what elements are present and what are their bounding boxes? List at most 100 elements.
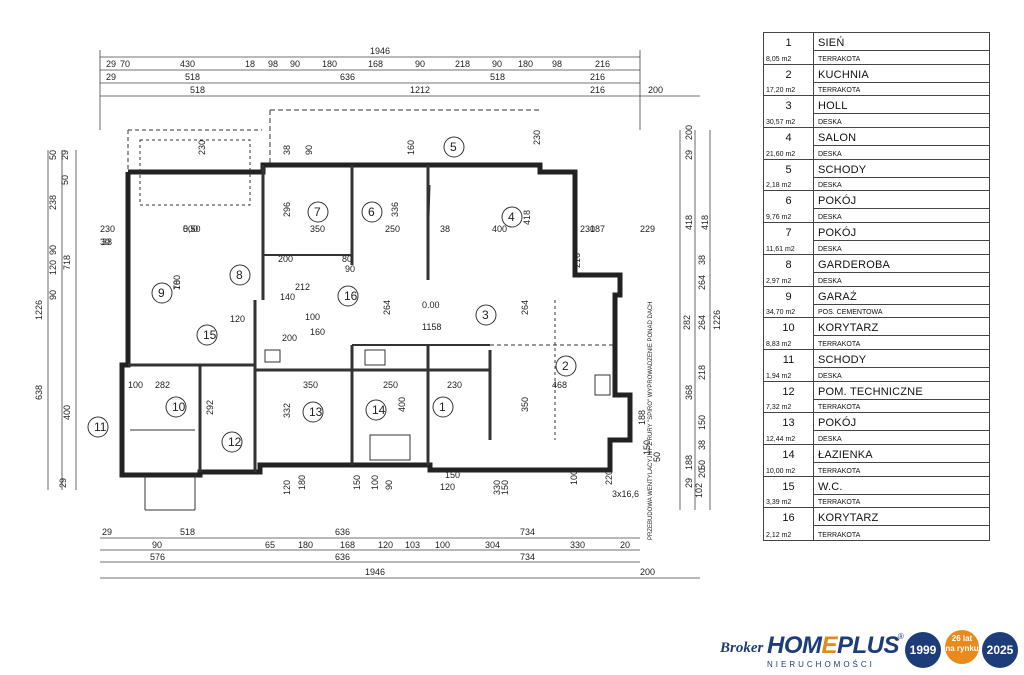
dim-text: 636	[340, 72, 355, 82]
room-number: 9	[785, 290, 792, 303]
room-marker-circle	[365, 399, 387, 421]
room-number-label: 1	[439, 400, 446, 414]
dim-text: 29	[684, 150, 694, 160]
room-marker-circle	[221, 431, 243, 453]
dim-text: 304	[485, 540, 500, 550]
dim-text: 418	[522, 210, 532, 225]
room-number-label: 10	[172, 400, 186, 414]
room-area: 21,60 m2	[766, 150, 796, 158]
room-area: 2,12 m2	[766, 532, 792, 539]
room-finish: DESKA	[818, 150, 842, 158]
dim-text: 250	[383, 380, 398, 390]
room-number: 13	[782, 417, 795, 430]
dim-text: 418	[684, 215, 694, 230]
dim-text: 103	[405, 540, 420, 550]
room-marker-circle	[337, 285, 359, 307]
room-number-label: 12	[228, 435, 242, 449]
dim-text: 90	[48, 290, 58, 300]
room-name: POKÓJ	[818, 227, 857, 240]
dim-text: 330	[570, 540, 585, 550]
dim-text: 180	[298, 540, 313, 550]
room-number-label: 14	[372, 403, 386, 417]
room-finish: DESKA	[818, 372, 842, 380]
cell-divider	[814, 50, 989, 51]
dim-text: 296	[282, 202, 292, 217]
room-area: 3,39 m2	[766, 499, 792, 507]
room-name: POKÓJ	[818, 417, 857, 430]
cell-divider	[814, 461, 989, 463]
dim-text: 20	[697, 468, 707, 478]
room-marker-circle	[87, 416, 109, 438]
room-number: 3	[785, 100, 792, 113]
room-finish: DESKA	[818, 214, 842, 222]
dim-text: 1226	[712, 310, 722, 330]
cell-divider	[814, 398, 989, 400]
room-number-label: 6	[368, 205, 375, 219]
dim-text: 400	[62, 405, 72, 420]
dim-text: 140	[280, 292, 295, 302]
room-area: 10,00 m2	[766, 467, 796, 475]
dim-text: 30	[100, 237, 110, 247]
room-area: 30,57 m2	[766, 119, 796, 127]
dim-text: 38	[697, 440, 707, 450]
cell-divider	[814, 81, 989, 83]
room-number-label: 15	[203, 328, 217, 342]
room-marker-circle	[432, 396, 454, 418]
cell-divider	[814, 525, 989, 527]
top-dimension-lines	[99, 50, 700, 130]
room-finish: POS. CEMENTOWA	[818, 309, 883, 317]
dim-text: 100	[370, 475, 380, 490]
room-number: 5	[785, 163, 792, 176]
dim-text: 70	[120, 59, 130, 69]
dim-text: 216	[590, 72, 605, 82]
dim-text: 638	[34, 385, 44, 400]
dim-text: 160	[406, 140, 416, 155]
dim-text: 282	[155, 380, 170, 390]
dim-text: 576	[150, 552, 165, 562]
dim-text: 734	[520, 527, 535, 537]
room-name: KORYTARZ	[818, 512, 879, 525]
dim-text: 90	[415, 59, 425, 69]
dim-text: 90	[152, 540, 162, 550]
dim-text: 150	[697, 415, 707, 430]
dim-text: 282	[682, 315, 692, 330]
room-area: 9,76 m2	[766, 214, 792, 222]
dim-text: 18	[245, 59, 255, 69]
year-start-badge: 1999	[905, 632, 941, 668]
dim-text: 90	[48, 245, 58, 255]
dim-text: 98	[552, 59, 562, 69]
room-finish: TERRAKOTA	[818, 499, 861, 507]
dim-text: 168	[368, 59, 383, 69]
dim-text: 264	[520, 300, 530, 315]
room-name: POKÓJ	[818, 195, 857, 208]
dim-text: 180	[297, 475, 307, 490]
dim-text: 50	[60, 175, 70, 185]
room-area: 8,83 m2	[766, 340, 792, 348]
dim-text: 150	[352, 475, 362, 490]
cell-divider	[814, 240, 989, 242]
room-number-label: 13	[309, 405, 323, 419]
badge-line-1: 26 lat	[951, 634, 973, 643]
room-marker-circle	[151, 282, 173, 304]
cell-divider	[814, 208, 989, 210]
